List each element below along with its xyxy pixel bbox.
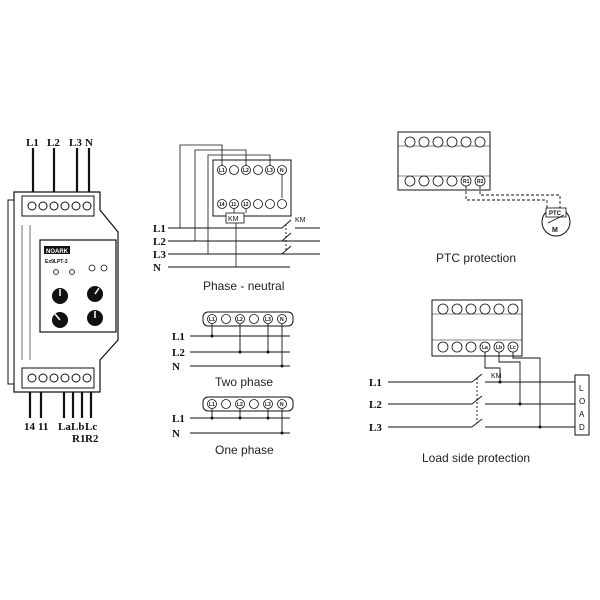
device-top-label-l3: L3 [69,137,82,149]
pn-coil-label: KM [228,216,239,223]
tp-term-l3: L3 [265,317,271,323]
device-bottom-label-11: 11 [38,421,48,433]
pn-term-14: 14 [219,202,225,208]
tp-term-l1: L1 [209,317,215,323]
pn-term-n: N [280,168,284,174]
pn-term-l3: L3 [267,168,273,174]
device-top-label-n: N [85,137,93,149]
pn-line-n: N [153,262,161,274]
tp-caption: Two phase [215,375,273,389]
ptc-term-r2: R2 [477,179,484,185]
device-bottom-label-r2: R2 [85,433,99,445]
pn-line-l1: L1 [153,223,166,235]
device-bottom-label-r1: R1 [72,433,85,445]
tp-line-l2: L2 [172,347,185,359]
device-model: Ex9LPT-3 [45,259,68,265]
tp-term-n: N [280,317,284,323]
ls-line-l1: L1 [369,377,382,389]
pn-term-12: 12 [243,202,249,208]
device-bottom-label-lb: Lb [71,421,84,433]
op-term-n: N [280,402,284,408]
tp-line-l1: L1 [172,331,185,343]
device-knob-1[interactable] [52,288,68,304]
ls-load-letter-a: A [579,410,585,419]
pn-caption: Phase - neutral [203,279,284,293]
pn-line-l2: L2 [153,236,166,248]
ls-line-l2: L2 [369,399,382,411]
tp-line-n: N [172,361,180,373]
tp-term-l2: L2 [237,317,243,323]
pn-term-11: 11 [231,202,237,208]
op-line-l1: L1 [172,413,185,425]
pn-contactor-label: KM [295,217,306,224]
ls-term-la: La [482,345,488,351]
ls-term-lc: Lc [510,345,516,351]
load-side-diagram: La Lb Lc L1 L2 L3 KM L O A D L [369,299,590,465]
ptc-sensor-label: PTC [549,211,562,217]
pn-term-l2: L2 [243,168,249,174]
ptc-caption: PTC protection [436,251,516,265]
relay-device: L1 L2 L3 N NOARK Ex9LPT-3 [7,137,119,445]
ls-load-letter-o: O [579,397,585,406]
op-line-n: N [172,428,180,440]
ptc-motor-label: M [552,227,558,234]
ptc-protection-diagram: R1 R2 PTC M PTC protection [397,131,571,265]
device-knob-4[interactable] [87,310,103,326]
op-term-l1: L1 [209,402,215,408]
device-bottom-label-la: La [58,421,71,433]
pn-line-l3: L3 [153,249,166,261]
ls-load-letter-d: D [579,423,585,432]
ptc-term-r1: R1 [463,179,470,185]
ls-caption: Load side protection [422,451,530,465]
two-phase-diagram: L1 L2 L3 N L1 L2 N Two phase [172,311,294,389]
device-brand: NOARK [46,249,69,255]
device-bottom-label-lc: Lc [85,421,97,433]
ls-load-letter-l: L [579,384,584,393]
one-phase-diagram: L1 L2 L3 N L1 N One phase [172,396,294,457]
ls-line-l3: L3 [369,422,382,434]
ls-term-lb: Lb [496,345,502,351]
pn-term-l1: L1 [219,168,225,174]
device-bottom-label-14: 14 [24,421,36,433]
phase-neutral-diagram: L1 L2 L3 N 14 11 12 L1 L2 L3 N KM [153,144,320,293]
device-knob-2[interactable] [87,286,103,302]
op-term-l3: L3 [265,402,271,408]
device-knob-3[interactable] [52,312,68,328]
device-top-label-l1: L1 [26,137,39,149]
device-top-label-l2: L2 [47,137,60,149]
op-term-l2: L2 [237,402,243,408]
op-caption: One phase [215,443,274,457]
ls-contactor-label: KM [491,373,502,380]
